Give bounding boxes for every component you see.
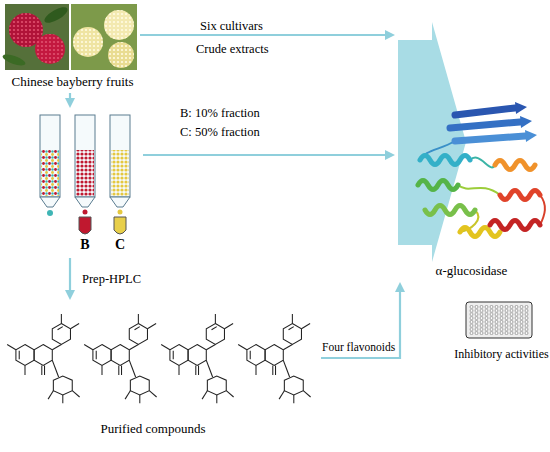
edge-label: Six cultivars: [200, 19, 263, 33]
connector-line: [143, 154, 386, 156]
helix: [420, 156, 470, 165]
protein-ribbon: [418, 108, 545, 237]
sheet-head: [520, 116, 532, 128]
spe-column: [75, 115, 95, 197]
annotation: C: 50% fraction: [180, 125, 260, 139]
connector-arrow: [65, 93, 75, 108]
flavonoid-structure: [7, 314, 79, 403]
leaf: [1, 52, 26, 68]
connector-line: [69, 93, 71, 99]
coil: [540, 195, 545, 225]
node-label: B: [78, 237, 92, 253]
plate-wells: [469, 305, 529, 335]
enzyme-node: α-glucosidase: [395, 20, 548, 282]
berry-texture: [104, 10, 134, 40]
photo-background: [71, 4, 137, 70]
beta-sheet: [455, 136, 525, 141]
helix: [460, 228, 500, 237]
flavonoid-structure: [161, 314, 233, 403]
arrow-head: [65, 290, 75, 300]
white-berry: [73, 27, 103, 57]
white-berry: [108, 42, 134, 68]
helix: [495, 161, 535, 170]
column-tip: [40, 197, 60, 207]
connector-arrow: [140, 30, 395, 40]
droplet: [83, 210, 88, 215]
leaf: [42, 4, 70, 26]
helix: [490, 221, 540, 230]
helix: [425, 206, 475, 215]
column-beads: [111, 150, 129, 196]
edge-label: Prep-HPLC: [82, 272, 141, 286]
arrow-head: [395, 282, 405, 292]
annotation: Crude extracts: [196, 42, 269, 56]
photo-node: Chinese bayberry fruits: [5, 3, 140, 93]
beta-sheet: [450, 122, 520, 128]
connector-arrow: [143, 150, 395, 160]
column-node: BC: [28, 108, 143, 258]
flavonoid-structure: [238, 314, 310, 403]
collection-tube: [114, 217, 126, 234]
connector-line: [140, 34, 386, 36]
column-tip: [75, 197, 95, 207]
connector-line: [321, 291, 400, 358]
arrow-head: [385, 150, 395, 160]
helix: [418, 181, 458, 190]
coil: [458, 185, 500, 195]
beta-sheet: [455, 108, 515, 115]
droplet: [118, 210, 123, 215]
flavonoid-structure: [84, 314, 156, 403]
column-tip: [110, 197, 130, 207]
arrow-head: [65, 98, 75, 108]
arrow-head: [385, 30, 395, 40]
node-label: Purified compounds: [73, 422, 233, 437]
edge-label: Four flavonoids: [322, 341, 395, 354]
berry-texture: [73, 27, 103, 57]
connector-arrow: [321, 282, 405, 358]
node-label: Chinese bayberry fruits: [5, 75, 140, 90]
red-berry: [35, 34, 65, 64]
berry-texture: [35, 34, 65, 64]
assay-node: Inhibitory activities: [455, 298, 548, 368]
node-label: Inhibitory activities: [450, 348, 550, 362]
spe-column: [110, 115, 130, 197]
droplet: [47, 210, 53, 216]
structures-node: Purified compounds: [3, 300, 321, 445]
well-plate: [466, 302, 532, 338]
node-label: α-glucosidase: [415, 264, 528, 279]
spe-column: [40, 115, 60, 197]
column-beads: [41, 150, 59, 196]
collection-tube: [79, 217, 91, 234]
connector-arrow: [65, 258, 75, 300]
helix: [500, 191, 540, 200]
berry-texture: [108, 42, 134, 68]
sheet-head: [515, 102, 527, 114]
connector-line: [69, 258, 71, 291]
white-berry: [104, 10, 134, 40]
column-beads: [76, 150, 94, 196]
edge-label: B: 10% fraction: [180, 106, 260, 120]
node-label: C: [113, 237, 127, 253]
coil: [470, 158, 495, 168]
sheet-head: [525, 130, 537, 142]
